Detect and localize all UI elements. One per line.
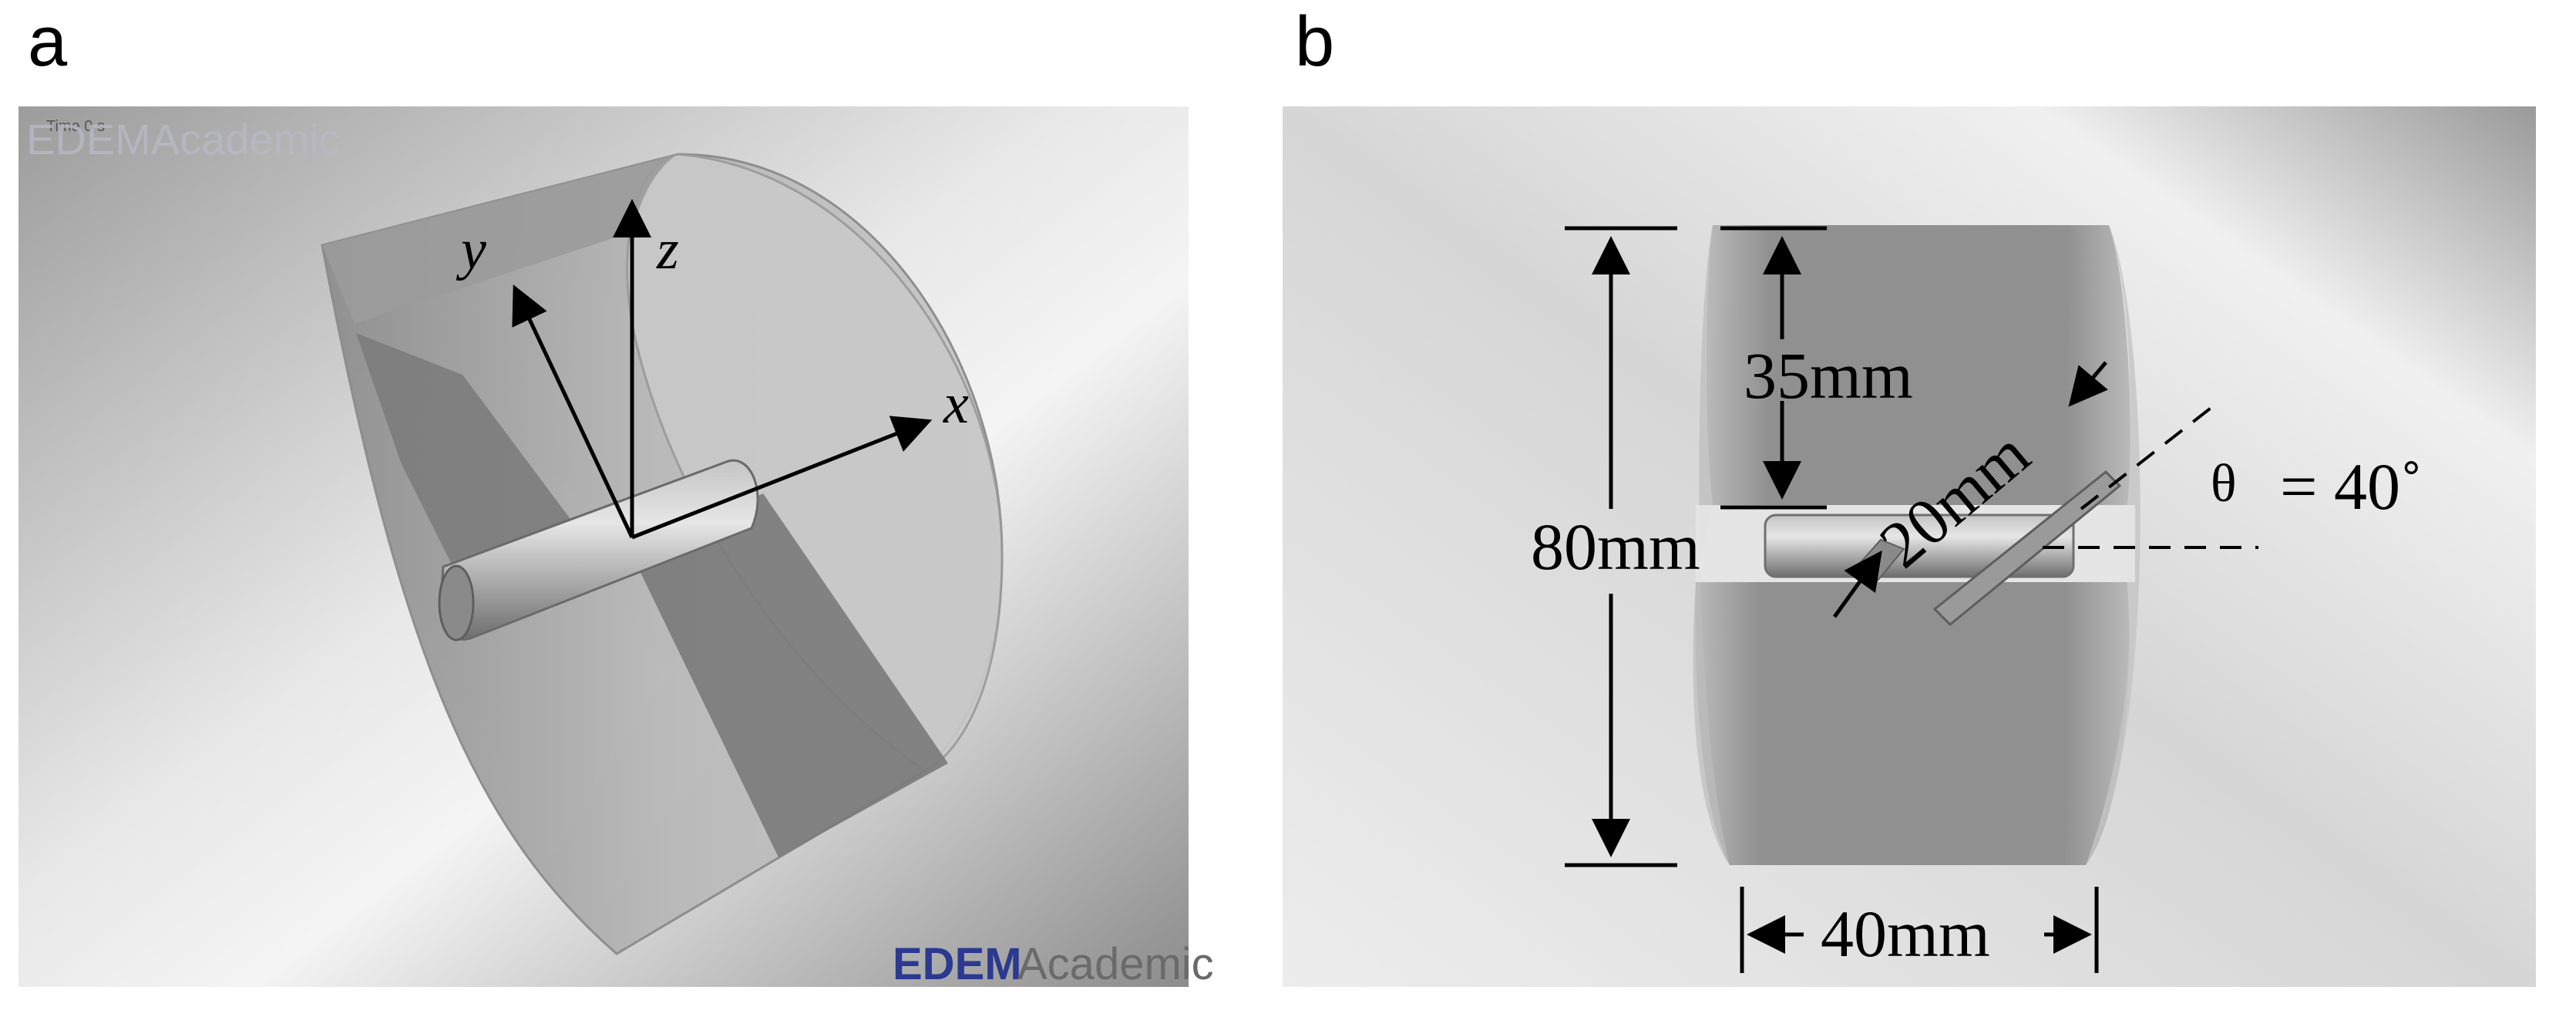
- drum-right-cap: [2086, 225, 2141, 865]
- z-axis-label: z: [656, 218, 679, 281]
- watermark-time: Time 0 s: [46, 118, 105, 135]
- panel-b: 80mm 35mm 20mm θ = 40˚ 40mm: [1283, 106, 2536, 987]
- watermark-bottom-brand: EDEM: [893, 939, 1022, 989]
- panel-a: z y x Time 0 s EDEMAcademic EDEM Academi…: [18, 106, 1214, 989]
- drum-upper-half: [1706, 225, 2130, 505]
- watermark-bottom-suffix: Academic: [1017, 939, 1214, 989]
- shaft-end: [438, 564, 475, 642]
- dim-gap-label: 35mm: [1744, 338, 1913, 413]
- watermark-top: EDEMAcademic: [26, 115, 341, 163]
- blade-lower: [632, 493, 948, 857]
- angle-ref-inclined: [2080, 399, 2221, 510]
- dim-height-label: 80mm: [1531, 510, 1700, 584]
- x-axis-label: x: [943, 372, 969, 436]
- y-axis-label: y: [456, 218, 486, 281]
- angle-value: = 40˚: [2280, 450, 2423, 524]
- angle-symbol: θ: [2211, 454, 2237, 514]
- drum-left-cap: [1693, 225, 1730, 865]
- panel-label-a: a: [28, 2, 68, 81]
- angled-blade: [1932, 470, 2122, 627]
- dim-width-label: 40mm: [1821, 897, 1990, 971]
- blade-upper: [356, 333, 586, 586]
- y-axis-line: [512, 284, 634, 539]
- dim-20-arrow-in-lower: [1832, 550, 1882, 618]
- drum-top-band: [322, 154, 678, 324]
- drum-lower-half: [1695, 582, 2130, 865]
- dim-20-arrow-in-upper: [2068, 361, 2108, 407]
- x-axis-line: [631, 416, 933, 540]
- panel-label-b: b: [1295, 2, 1335, 81]
